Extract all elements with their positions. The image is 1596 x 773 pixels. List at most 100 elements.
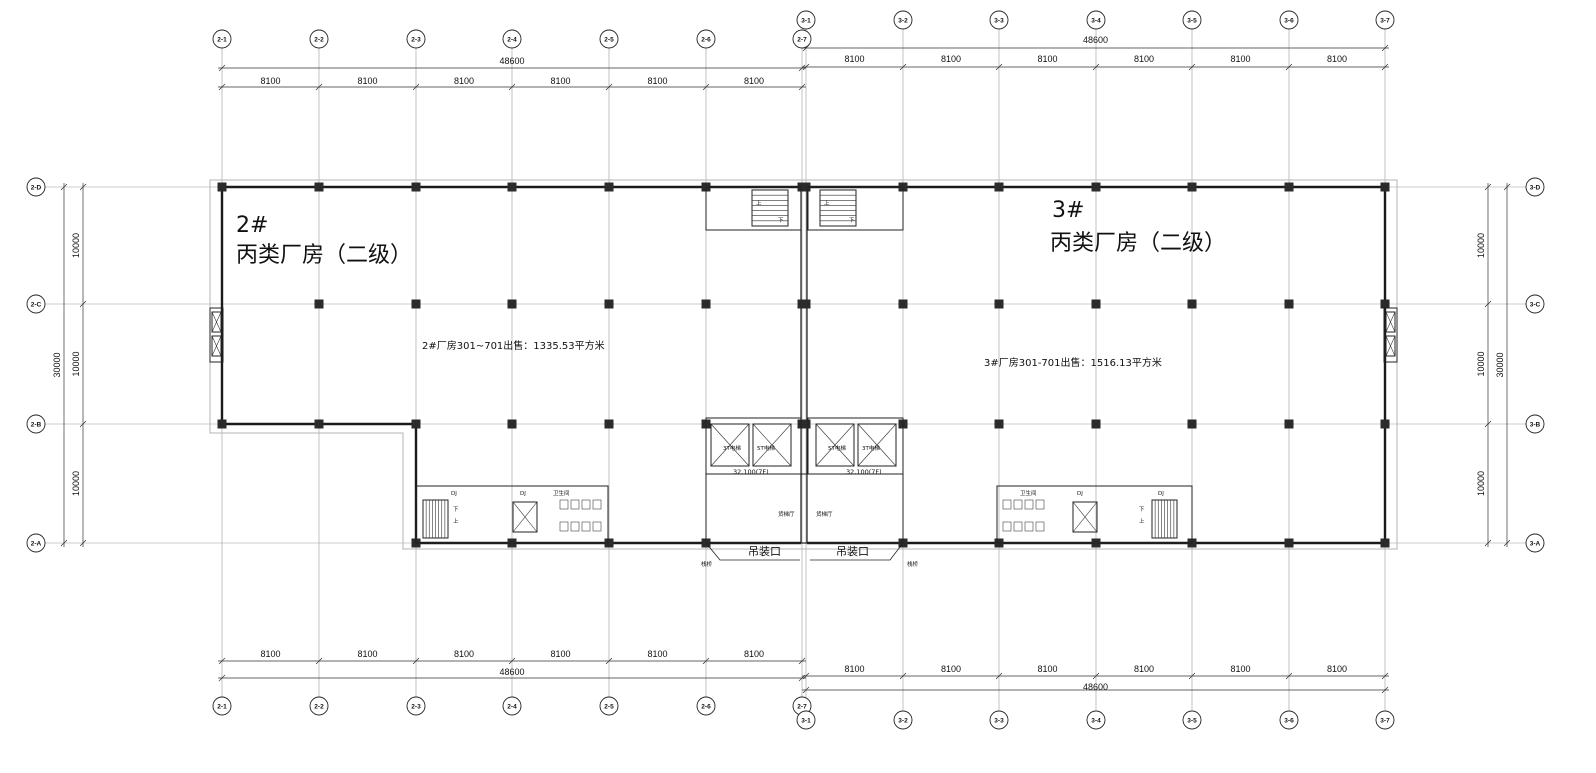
restroom-fixture (1035, 499, 1045, 510)
restroom-fixture (559, 521, 569, 532)
shaft-tag-3b: DJ (1158, 491, 1164, 497)
structural-column (507, 182, 517, 192)
grid-bubble: 2-7 (792, 29, 812, 49)
building-2-hoist-opening: 吊装口 (748, 545, 781, 558)
shaft-tag-3a: DJ (1077, 491, 1083, 497)
structural-column (507, 419, 517, 429)
structural-column (1187, 182, 1197, 192)
grid-bubble-circle (26, 533, 46, 553)
structural-column (1187, 299, 1197, 309)
building-2-type: 丙类厂房（二级） (236, 243, 412, 268)
grid-bubble: 2-4 (502, 29, 522, 49)
dimension-tick (79, 539, 87, 547)
grid-bubble: 3-5 (1182, 10, 1202, 30)
dimension-tick (1381, 686, 1389, 694)
stair-2-top-down: 下 (778, 217, 784, 224)
dimension-text: 8100 (454, 649, 474, 659)
structural-column (1380, 182, 1390, 192)
grid-bubble-circle (1086, 10, 1106, 30)
dimension-text: 8100 (357, 649, 377, 659)
structural-column (1284, 419, 1294, 429)
grid-bubble-circle (599, 29, 619, 49)
dimension-text: 30000 (52, 352, 62, 377)
hoist-leader (705, 542, 904, 561)
building-3-freight-hall: 货梯厅 (816, 510, 833, 518)
dimension-tick (79, 183, 87, 191)
dimension-tick (508, 657, 516, 665)
dimension-total-text: 48600 (1083, 35, 1108, 45)
dimension-tick (1092, 63, 1100, 71)
grid-bubble: 3-7 (1375, 10, 1395, 30)
grid-bubble-label: 2-A (31, 540, 42, 547)
grid-bubble-circle (502, 29, 522, 49)
dimension-tick (218, 657, 226, 665)
restroom-fixture (581, 499, 591, 510)
dimension-tick (60, 183, 68, 191)
grid-bubble-label: 2-3 (411, 36, 421, 43)
dimension-text: 10000 (71, 233, 81, 258)
dimension-text: 8100 (1134, 54, 1154, 64)
grid-bubble: 2-5 (599, 29, 619, 49)
dimension-text: 8100 (550, 76, 570, 86)
stair-outline (751, 189, 789, 227)
grid-bubble-label: 2-6 (701, 36, 711, 43)
grid-lines (45, 28, 1528, 710)
dimension-text: 10000 (1476, 471, 1486, 496)
structural-column (314, 419, 324, 429)
grid-bubble: 2-2 (309, 696, 329, 716)
structural-column (314, 299, 324, 309)
grid-bubble-circle (502, 696, 522, 716)
restroom-fixture (1035, 521, 1045, 532)
structural-column (604, 182, 614, 192)
elevator-outline (1385, 335, 1396, 357)
elevator-shaft (1072, 501, 1098, 533)
elevator-shaft (211, 335, 222, 357)
grid-bubble-label: 2-6 (701, 703, 711, 710)
grid-bubble-label: 2-2 (314, 703, 324, 710)
structural-column (1284, 182, 1294, 192)
dimension-tick (218, 674, 226, 682)
grid-bubble-circle (1182, 10, 1202, 30)
restroom-fixture (592, 521, 602, 532)
dimension-tick (508, 83, 516, 91)
grid-bubble-circle (406, 29, 426, 49)
grid-bubble-circle (1375, 710, 1395, 730)
dimension-tick (798, 64, 806, 72)
dimension-tick (605, 657, 613, 665)
building-3-elevator-3t: 3T电梯 (862, 444, 880, 452)
grid-bubble-circle (696, 696, 716, 716)
elevator-outline (815, 423, 855, 467)
restroom-fixture (1002, 521, 1012, 532)
stair-2-bottom-up: 上 (453, 517, 459, 525)
structural-column (217, 419, 227, 429)
elevator-cross (512, 501, 538, 533)
dimension-tick (60, 539, 68, 547)
elevator-shaft (211, 311, 222, 333)
grid-bubble-label: 3-7 (1380, 717, 1390, 724)
dimension-tick (1188, 63, 1196, 71)
stair-core (422, 499, 449, 539)
restroom-fixture (1024, 499, 1034, 510)
restroom-2: 卫生间 (553, 489, 570, 497)
grid-bubble: 2-5 (599, 696, 619, 716)
bottom-core-2 (415, 485, 609, 544)
grid-bubble-circle (796, 10, 816, 30)
dimension-total-text: 48600 (499, 56, 524, 66)
grid-bubble-label: 3-6 (1284, 717, 1294, 724)
structural-column (1187, 419, 1197, 429)
structural-column (801, 182, 811, 192)
dimension-tick (218, 64, 226, 72)
grid-bubble-label: 2-7 (797, 703, 807, 710)
grid-bubble-circle (309, 696, 329, 716)
elevator-shaft (1385, 311, 1396, 333)
dimension-tick (315, 657, 323, 665)
grid-bubble-circle (406, 696, 426, 716)
dimension-tick (605, 83, 613, 91)
grid-bubble: 3-2 (893, 710, 913, 730)
structural-column (217, 182, 227, 192)
grid-bubble: 3-4 (1086, 10, 1106, 30)
grid-bubble-circle (1525, 414, 1545, 434)
shaft-tag-2b: DJ (520, 491, 526, 497)
structural-column (314, 182, 324, 192)
